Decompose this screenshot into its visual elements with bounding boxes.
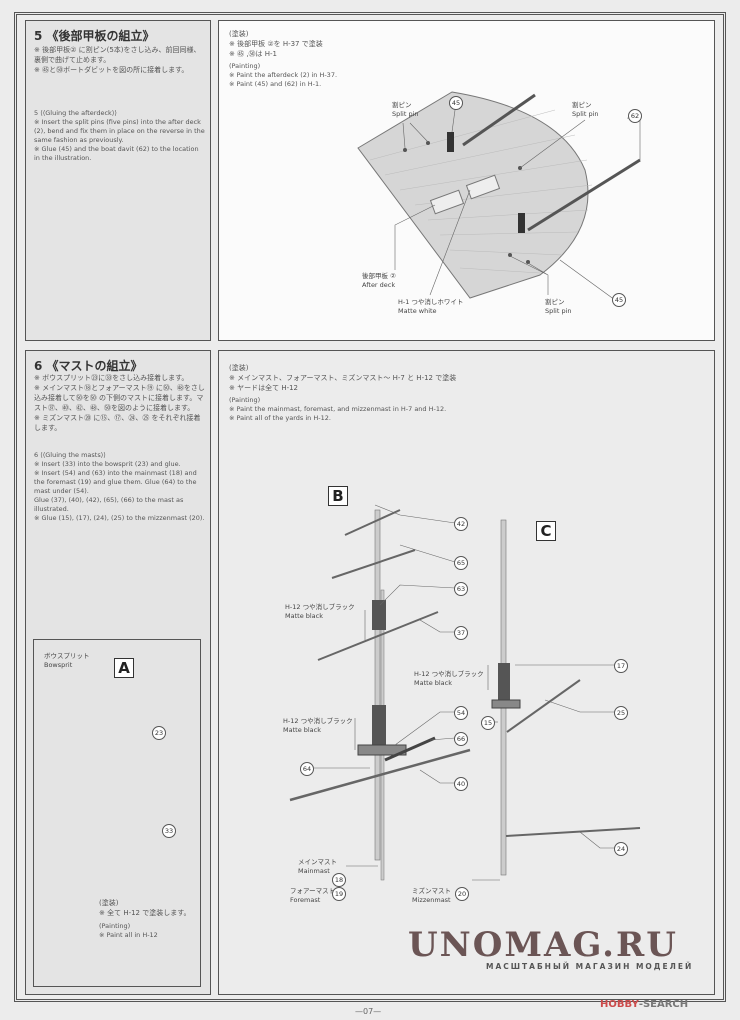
part-number-54: 54 [454,706,468,720]
hobby-search-logo: HOBBY-SEARCH [600,999,688,1010]
painting-jp-line: ※ ㊺ ,㊿は H-1 [229,50,278,58]
painting-jp-title: (塗装) [99,899,119,907]
watermark-logo: UNOMAG.RU [408,925,678,965]
painting-jp-line: ※ ヤードは全て H-12 [229,384,299,392]
part-number-20: 20 [455,887,469,901]
painting-en-title: (Painting) [229,396,261,404]
page-frame [14,12,726,1002]
part-number-17: 17 [614,659,628,673]
painting-jp-line: ※ 後部甲板 ②を H-37 で塗装 [229,40,323,48]
search-text: -SEARCH [638,999,689,1010]
painting-en-line: ※ Paint the mainmast, foremast, and mizz… [229,405,447,413]
step6-title: 6 《マストの組立》 [34,359,143,373]
step6-jp-line: ※ メインマスト⑱とフォアーマスト⑲ に㊿、㊽をさし込み接着して㊿を㊿ の下側の… [34,384,205,412]
step5-jp-line: ※ 後部甲板② に割ピン(5本)をさし込み、前回同様、裏側で曲げて止めます。 [34,46,201,64]
painting-en-line: ※ Paint (45) and (62) in H-1. [229,80,322,88]
part-number-25: 25 [614,706,628,720]
hobby-text: HOBBY [600,999,639,1010]
part-number-42: 42 [454,517,468,531]
step6-en-title: 6 ⟨⟨Gluing the masts⟩⟩ [34,451,106,459]
step6-jp-line: ※ ミズンマスト⑳ に⑮、⑰、㉔、㉕ をそれぞれ接着します。 [34,414,201,432]
part-number-63: 63 [454,582,468,596]
part-number-45: 45 [449,96,463,110]
watermark-subtitle: МАСШТАБНЫЙ МАГАЗИН МОДЕЛЕЙ [486,962,694,971]
part-number-15: 15 [481,716,495,730]
step5-title: 5 《後部甲板の組立》 [34,29,155,43]
painting-jp-title: (塗装) [229,364,249,372]
painting-jp-line: ※ 全て H-12 で塗装します。 [99,909,191,917]
step6-diagram-panel: (塗装) ※ メインマスト、フォアーマスト、ミズンマスト～ H-7 と H-12… [218,350,715,995]
step5-en-instructions: 5 ⟨⟨Gluing the afterdeck⟩⟩ ※ Insert the … [34,109,206,163]
painting-en-line: ※ Paint all in H-12 [99,931,158,939]
painting-en-title: (Painting) [99,922,131,930]
part-number-45: 45 [612,293,626,307]
assembly-letter-b: B [328,486,348,506]
step5-en-line: ※ Insert the split pins (five pins) into… [34,118,205,144]
painting-jp-line: ※ メインマスト、フォアーマスト、ミズンマスト～ H-7 と H-12 で塗装 [229,374,457,382]
part-number-64: 64 [300,762,314,776]
page-number: —07— [355,1007,382,1016]
step6-en-line: ※ Insert (54) and (63) into the mainmast… [34,469,197,495]
step5-en-line: ※ Glue (45) and the boat davit (62) to t… [34,145,199,162]
step6-painting-notes: (塗装) ※ メインマスト、フォアーマスト、ミズンマスト～ H-7 と H-12… [229,363,456,423]
step6-jp-instructions: ※ ボウスプリット㉓に㉝をさし込み接着します。 ※ メインマスト⑱とフォアーマス… [34,373,206,433]
step6-text-panel: 6 《マストの組立》 ※ ボウスプリット㉓に㉝をさし込み接着します。 ※ メイン… [25,350,211,995]
step5-en-title: 5 ⟨⟨Gluing the afterdeck⟩⟩ [34,109,117,117]
part-number-23: 23 [152,726,166,740]
step6-en-instructions: 6 ⟨⟨Gluing the masts⟩⟩ ※ Insert (33) int… [34,451,206,523]
step6-en-line: ※ Insert (33) into the bowsprit (23) and… [34,460,181,468]
step6-en-line: ※ Glue (15), (17), (24), (25) to the miz… [34,514,205,522]
step5-diagram-panel: (塗装) ※ 後部甲板 ②を H-37 で塗装 ※ ㊺ ,㊿は H-1 (Pai… [218,20,715,341]
step5-jp-instructions: ※ 後部甲板② に割ピン(5本)をさし込み、前回同様、裏側で曲げて止めます。 ※… [34,45,206,75]
part-number-33: 33 [162,824,176,838]
part-number-40: 40 [454,777,468,791]
step6-en-line: Glue (37), (40), (42), (65), (66) to the… [34,496,184,513]
part-number-65: 65 [454,556,468,570]
step6-jp-line: ※ ボウスプリット㉓に㉝をさし込み接着します。 [34,374,189,382]
assembly-letter-a: A [114,658,134,678]
assembly-letter-c: C [536,521,556,541]
painting-en-line: ※ Paint the afterdeck (2) in H-37. [229,71,338,79]
painting-en-title: (Painting) [229,62,261,70]
step5-text-panel: 5 《後部甲板の組立》 ※ 後部甲板② に割ピン(5本)をさし込み、前回同様、裏… [25,20,211,341]
painting-jp-title: (塗装) [229,30,249,38]
step5-painting-notes: (塗装) ※ 後部甲板 ②を H-37 で塗装 ※ ㊺ ,㊿は H-1 (Pai… [229,29,337,89]
part-number-66: 66 [454,732,468,746]
bowsprit-painting-notes: (塗装) ※ 全て H-12 で塗装します。 (Painting) ※ Pain… [99,898,191,940]
part-number-19: 19 [332,887,346,901]
part-number-18: 18 [332,873,346,887]
step5-jp-line: ※ ㊺と㊿ボートダビットを図の所に接着します。 [34,66,189,74]
part-number-62: 62 [628,109,642,123]
part-number-24: 24 [614,842,628,856]
painting-en-line: ※ Paint all of the yards in H-12. [229,414,331,422]
part-number-37: 37 [454,626,468,640]
